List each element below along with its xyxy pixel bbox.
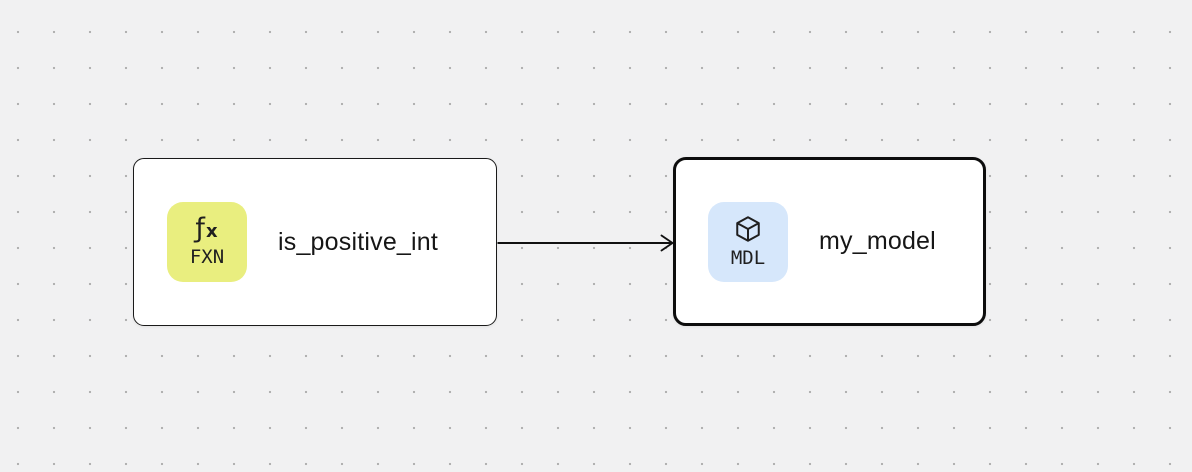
cube-icon <box>736 215 760 242</box>
edge-function-to-model[interactable] <box>497 229 677 257</box>
function-fx-icon: ƒx <box>195 212 219 244</box>
edge-arrowhead-icon <box>660 234 674 252</box>
node-label: is_positive_int <box>278 227 439 256</box>
model-badge: MDL <box>708 201 788 282</box>
node-label: my_model <box>819 227 936 255</box>
node-my-model[interactable]: MDL my_model <box>673 157 986 326</box>
function-badge-tag: FXN <box>189 245 225 268</box>
function-badge: ƒx FXN <box>167 202 247 282</box>
node-is-positive-int[interactable]: ƒx FXN is_positive_int <box>133 158 497 326</box>
model-badge-tag: MDL <box>730 246 766 269</box>
